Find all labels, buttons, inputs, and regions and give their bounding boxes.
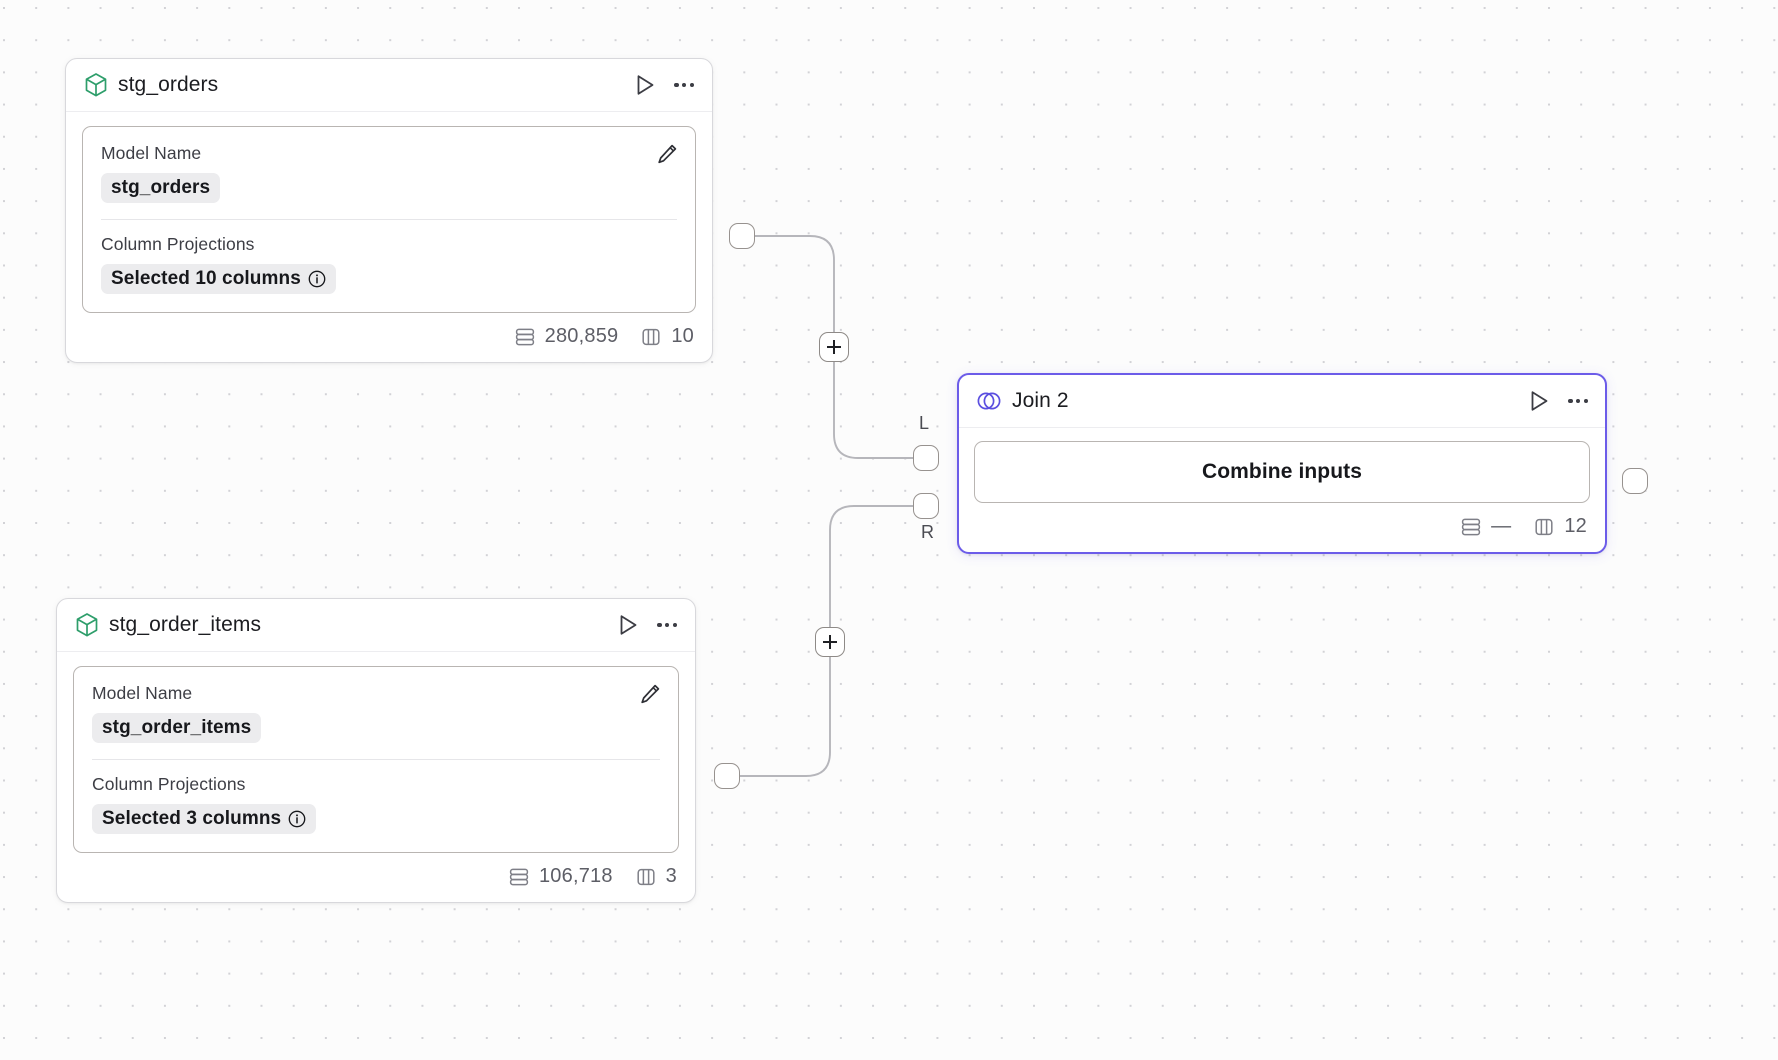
columns-icon	[635, 866, 657, 888]
venn-icon	[976, 390, 1002, 412]
columns-icon	[1533, 516, 1555, 538]
input-port-label-left: L	[919, 413, 930, 433]
column-count-stat: 10	[640, 325, 694, 348]
node-footer: 106,718 3	[57, 853, 695, 902]
model-name-value[interactable]: stg_orders	[101, 173, 221, 203]
node-body: Model Name stg_orders Column Projections…	[66, 112, 712, 313]
more-options-icon[interactable]	[1566, 393, 1590, 409]
cube-icon	[75, 612, 99, 638]
panel-divider	[92, 759, 660, 760]
node-stg-order-items[interactable]: stg_order_items	[56, 598, 696, 903]
column-projections-label: Column Projections	[92, 774, 246, 794]
node-stg-orders[interactable]: stg_orders M	[65, 58, 713, 363]
model-name-value[interactable]: stg_order_items	[92, 713, 262, 743]
node-header: Join 2	[959, 375, 1605, 428]
row-count-stat: —	[1460, 515, 1511, 538]
more-options-icon[interactable]	[672, 77, 696, 93]
panel-divider	[101, 219, 677, 220]
column-count-value: 3	[665, 865, 677, 887]
node-title: stg_order_items	[109, 613, 262, 636]
info-icon[interactable]	[288, 810, 306, 828]
column-projections-value[interactable]: Selected 10 columns	[101, 264, 336, 294]
node-footer: — 12	[959, 503, 1605, 552]
header-actions	[632, 71, 696, 99]
header-actions	[615, 611, 679, 639]
model-config-panel: Model Name stg_orders Column Projections…	[82, 126, 696, 313]
input-port-left[interactable]	[913, 445, 939, 471]
node-title: stg_orders	[118, 73, 219, 96]
node-header: stg_orders	[66, 59, 712, 112]
rows-icon	[508, 866, 530, 888]
output-port-join-2[interactable]	[1622, 468, 1648, 494]
row-count-value: 106,718	[538, 865, 613, 887]
cube-icon	[84, 72, 108, 98]
column-count-stat: 3	[635, 865, 677, 888]
node-footer: 280,859 10	[66, 313, 712, 362]
input-port-right[interactable]	[913, 493, 939, 519]
node-body: Combine inputs	[959, 428, 1605, 503]
edit-pencil-icon[interactable]	[653, 140, 681, 171]
model-name-label: Model Name	[92, 683, 193, 703]
node-join-2[interactable]: Join 2 Combine inputs	[957, 373, 1607, 554]
node-body: Model Name stg_order_items Column Projec…	[57, 652, 695, 853]
rows-icon	[1460, 516, 1482, 538]
edit-pencil-icon[interactable]	[636, 680, 664, 711]
model-config-panel: Model Name stg_order_items Column Projec…	[73, 666, 679, 853]
column-count-value: 12	[1564, 515, 1587, 537]
column-projections-value[interactable]: Selected 3 columns	[92, 804, 317, 834]
column-count-value: 10	[671, 325, 694, 347]
more-options-icon[interactable]	[655, 617, 679, 633]
node-header: stg_order_items	[57, 599, 695, 652]
row-count-stat: 280,859	[514, 325, 619, 348]
columns-icon	[640, 326, 662, 348]
node-title: Join 2	[1012, 389, 1069, 412]
column-count-stat: 12	[1533, 515, 1587, 538]
model-name-label: Model Name	[101, 143, 202, 163]
column-projections-text: Selected 3 columns	[102, 808, 282, 829]
combine-inputs-button[interactable]: Combine inputs	[974, 441, 1590, 503]
row-count-value: —	[1491, 515, 1512, 537]
info-icon[interactable]	[308, 270, 326, 288]
output-port-stg-order-items[interactable]	[714, 763, 740, 789]
rows-icon	[514, 326, 536, 348]
add-node-button-upper[interactable]	[819, 332, 849, 362]
row-count-value: 280,859	[544, 325, 619, 347]
run-icon[interactable]	[632, 71, 658, 99]
add-node-button-lower[interactable]	[815, 627, 845, 657]
output-port-stg-orders[interactable]	[729, 223, 755, 249]
row-count-stat: 106,718	[508, 865, 613, 888]
column-projections-label: Column Projections	[101, 234, 255, 254]
column-projections-text: Selected 10 columns	[111, 268, 301, 289]
input-port-label-right: R	[921, 522, 934, 542]
run-icon[interactable]	[1526, 387, 1552, 415]
run-icon[interactable]	[615, 611, 641, 639]
header-actions	[1526, 387, 1590, 415]
